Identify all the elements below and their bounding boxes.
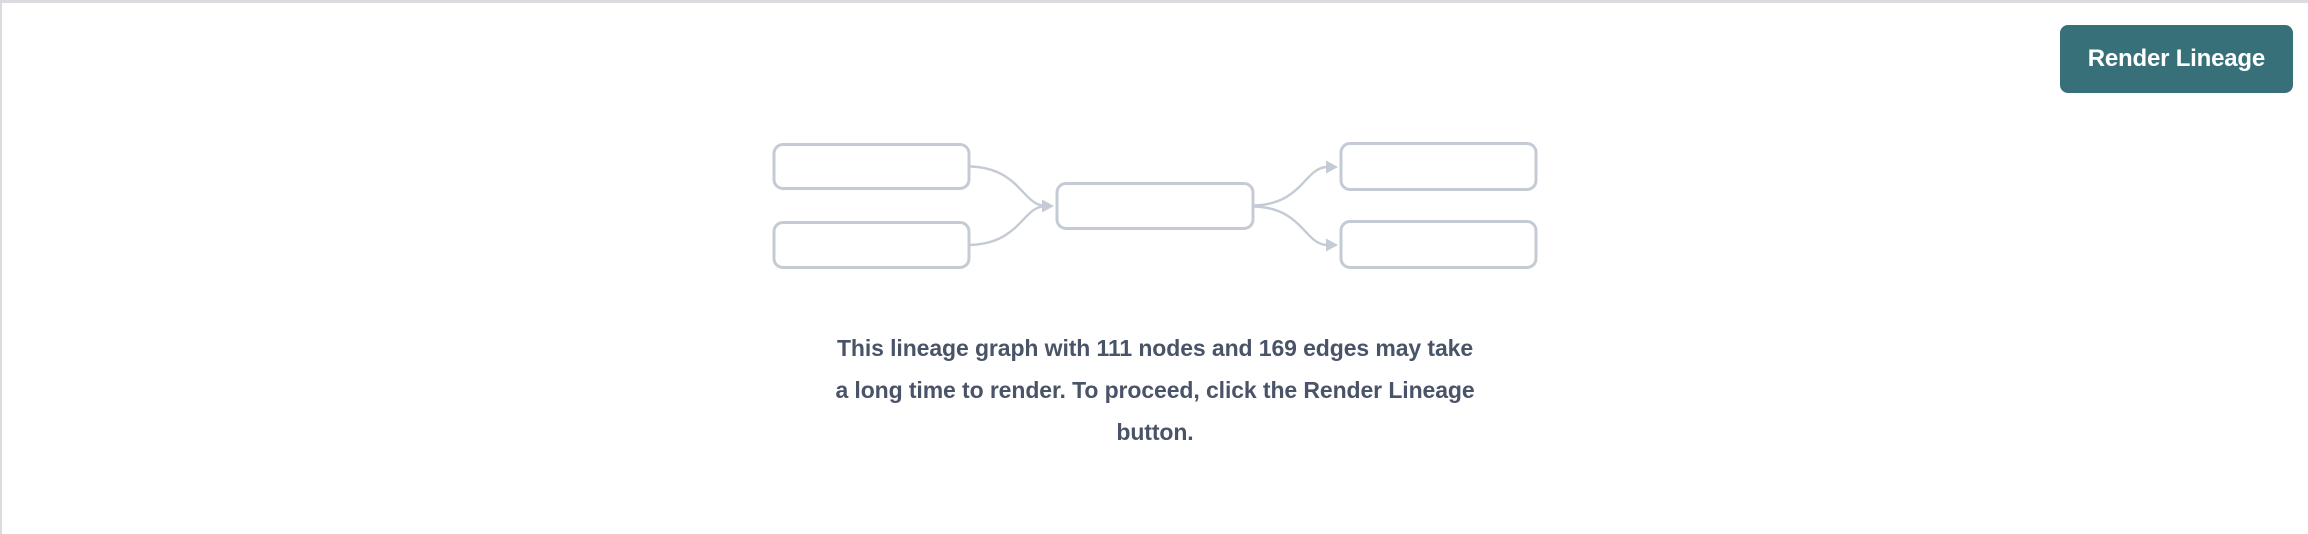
placeholder-node xyxy=(772,143,971,190)
lineage-warning-line: a long time to render. To proceed, click… xyxy=(835,377,1475,403)
placeholder-node xyxy=(772,221,971,269)
placeholder-edge xyxy=(969,165,1043,207)
placeholder-edge xyxy=(1253,205,1327,247)
lineage-graph-placeholder-icon xyxy=(772,142,1538,269)
placeholder-edge xyxy=(969,205,1043,247)
lineage-warning-line: This lineage graph with 111 nodes and 16… xyxy=(836,335,1474,361)
lineage-empty-state: This lineage graph with 111 nodes and 16… xyxy=(725,142,1585,453)
placeholder-arrowhead xyxy=(1042,199,1054,213)
placeholder-arrowhead xyxy=(1326,160,1338,174)
lineage-warning-message: This lineage graph with 111 nodes and 16… xyxy=(725,327,1585,453)
lineage-warning-line: button. xyxy=(1116,419,1194,445)
placeholder-edge xyxy=(1253,165,1327,207)
placeholder-node xyxy=(1055,182,1255,230)
placeholder-node xyxy=(1339,142,1538,191)
render-lineage-button[interactable]: Render Lineage xyxy=(2059,25,2293,93)
placeholder-node xyxy=(1339,220,1538,269)
placeholder-arrowhead xyxy=(1326,238,1338,252)
